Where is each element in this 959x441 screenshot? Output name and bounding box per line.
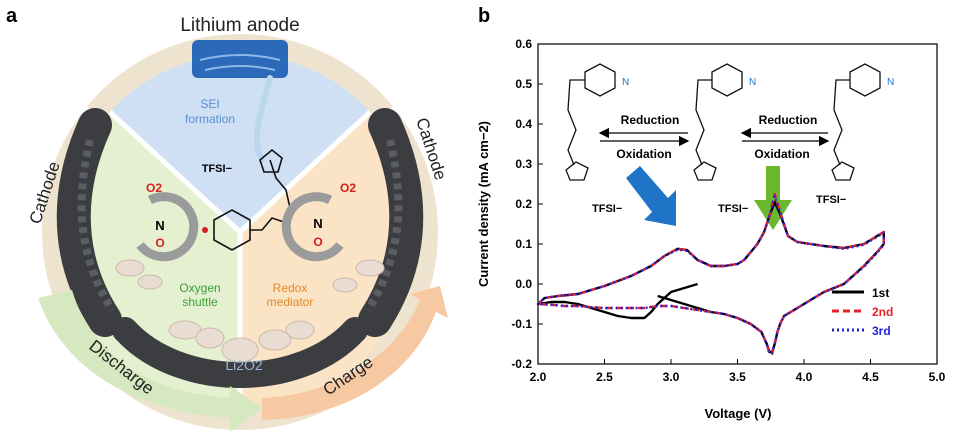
oxygen-shuttle-cycle: N O <box>136 192 199 262</box>
redox-mediator-cycle: N O <box>281 192 344 262</box>
tfsi-label-b2: TFSI− <box>718 203 748 215</box>
y-tick-label: 0.6 <box>515 37 532 51</box>
n-o-radical-1: N <box>622 77 629 88</box>
lithium-anode-title: Lithium anode <box>180 15 299 36</box>
oxidation-label-1: Oxidation <box>616 147 671 161</box>
cathode-fiber-texture-left <box>77 139 116 313</box>
panel-b: b 2.0 2.5 3.0 3.5 4.0 4.5 5.0 -0.2 -0.1 0.0 0.1 0.2… <box>476 5 946 421</box>
tfsi-label-b3: TFSI− <box>816 194 846 206</box>
x-tick-label: 2.5 <box>596 370 613 384</box>
nitroxide-n-left: N <box>155 218 164 233</box>
nitroxide-radical-dot <box>202 227 208 233</box>
cycle-arrow-left <box>136 192 199 262</box>
reduction-label-2: Reduction <box>759 113 818 127</box>
cathode-fibers-bottom <box>112 317 368 388</box>
oxoammonium-o: O <box>313 235 322 249</box>
cycle-arrow-right <box>281 192 344 262</box>
y-axis-label: Current density (mA cm−2) <box>476 121 491 287</box>
y-tick-label: 0.5 <box>515 77 532 91</box>
x-tick-label: 5.0 <box>929 370 946 384</box>
blue-pointer-arrow <box>626 166 676 226</box>
n-o-cation-3: N <box>887 77 894 88</box>
oxygen-shuttle-line1: Oxygen <box>179 281 220 295</box>
li2o2-label: Li2O2 <box>225 357 263 373</box>
y-tick-label: 0.1 <box>515 237 532 251</box>
cathode-fibers-right <box>358 108 424 337</box>
discharge-arrow <box>38 290 262 432</box>
sei-label-line1: SEI <box>200 97 219 111</box>
y-tick-label: 0.2 <box>515 197 532 211</box>
legend-label-3rd: 3rd <box>872 324 891 338</box>
x-tick-label: 4.5 <box>862 370 879 384</box>
oxidation-label-2: Oxidation <box>754 147 809 161</box>
nitroxide-o-left: O <box>155 236 164 250</box>
panel-b-label: b <box>478 5 490 27</box>
redox-mediator-line1: Redox <box>273 281 308 295</box>
cv-series-2nd <box>537 192 885 356</box>
panel-a: a Lithium anode SEI formation Cathode Ca… <box>6 5 450 432</box>
cv-curves <box>536 192 885 356</box>
oxoammonium-n: N <box>313 216 322 231</box>
anode-texture <box>199 54 281 71</box>
x-tick-label: 2.0 <box>530 370 547 384</box>
y-tick-label: 0.4 <box>515 117 532 131</box>
y-tick-label: 0.3 <box>515 157 532 171</box>
y-tick-label: 0.0 <box>515 277 532 291</box>
panel-a-label: a <box>6 5 18 27</box>
x-axis-label: Voltage (V) <box>705 406 772 421</box>
molecule-structures <box>565 63 881 181</box>
legend-label-1st: 1st <box>872 286 889 300</box>
y-tick-label: -0.2 <box>511 357 532 371</box>
sector-blue <box>110 54 370 232</box>
sector-divider-left <box>108 110 242 234</box>
o2-label-left: O2 <box>146 181 162 195</box>
oxygen-shuttle-line2: shuttle <box>182 295 218 309</box>
n-o-radical-2: N <box>749 77 756 88</box>
sector-divider-right <box>238 110 372 234</box>
legend-label-2nd: 2nd <box>872 305 893 319</box>
charge-arrow <box>262 286 448 420</box>
li2o2-discs <box>115 259 385 363</box>
redox-mediator-line2: mediator <box>267 295 314 309</box>
sei-label-line2: formation <box>185 112 235 126</box>
cathode-fiber-texture-right <box>364 139 403 313</box>
legend: 1st 2nd 3rd <box>832 286 893 338</box>
cv-series-1st <box>536 200 885 354</box>
cathode-fibers-left <box>56 108 122 337</box>
tfsi-label-b1: TFSI− <box>592 203 622 215</box>
x-tick-label: 3.5 <box>729 370 746 384</box>
electrolyte-splash <box>253 75 273 163</box>
y-tick-label: -0.1 <box>511 317 532 331</box>
reduction-label-1: Reduction <box>621 113 680 127</box>
tfsi-label-a: TFSI− <box>202 163 232 175</box>
axis-ticks: 2.0 2.5 3.0 3.5 4.0 4.5 5.0 -0.2 -0.1 0.0 0.1 0.2 0.… <box>511 37 945 384</box>
x-tick-label: 4.0 <box>796 370 813 384</box>
green-pointer-arrow <box>754 166 792 230</box>
o2-label-right: O2 <box>340 181 356 195</box>
cv-series-3rd <box>537 194 885 354</box>
x-tick-label: 3.0 <box>663 370 680 384</box>
